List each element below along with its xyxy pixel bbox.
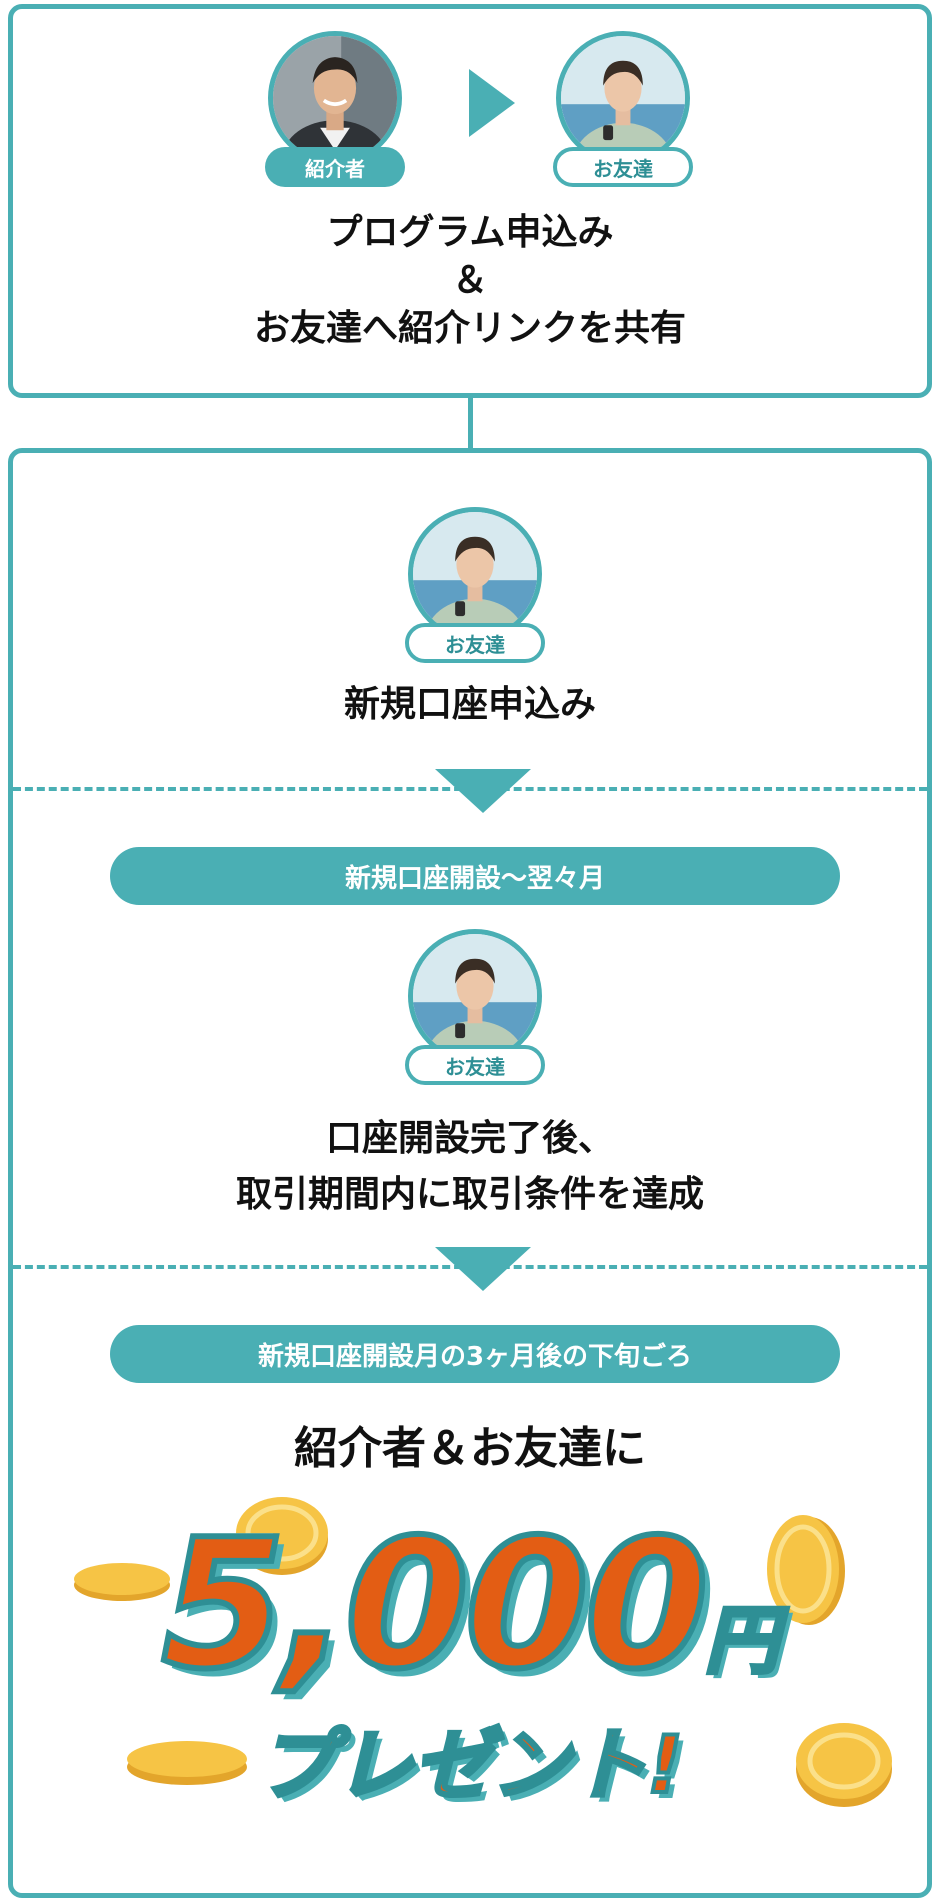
referrer-avatar-group: 紹介者 (265, 31, 405, 191)
friend-avatar (408, 929, 542, 1063)
coin-icon (236, 1497, 328, 1575)
step3-line1: 口座開設完了後、 (325, 1118, 614, 1159)
present-text: プレゼント! (13, 1711, 927, 1821)
reward-amount-number: 5,000 (158, 1501, 711, 1708)
down-arrow-icon (435, 769, 531, 813)
coin-icon (767, 1515, 845, 1625)
down-arrow-icon (435, 1247, 531, 1291)
referral-step-box: 紹介者 お友達 プログラム申込み ＆ お友達へ紹介リンクを共有 (8, 4, 932, 398)
coin-icon (796, 1723, 892, 1807)
step3-line2: 取引期間内に取引条件を達成 (235, 1174, 704, 1215)
friend-avatar (556, 31, 690, 165)
coin-icon (127, 1741, 247, 1785)
step2-heading: 新規口座申込み (343, 684, 596, 725)
reward-flow-box: お友達 新規口座申込み 新規口座開設〜翌々月 お友達 口座開設完了後、 取引期間… (8, 448, 932, 1898)
friend-avatar-group-2: お友達 (405, 507, 545, 667)
reward-amount-unit: 円 (703, 1596, 781, 1686)
step3-heading: 口座開設完了後、 取引期間内に取引条件を達成 (13, 1111, 927, 1223)
period-pill-1: 新規口座開設〜翌々月 (110, 847, 840, 905)
friend-avatar-group: お友達 (553, 31, 693, 191)
step1-line1: プログラム申込み (326, 212, 614, 253)
friend-tag: お友達 (553, 147, 693, 187)
play-arrow-icon (469, 69, 515, 137)
coin-icon (74, 1563, 170, 1601)
period-pill-2: 新規口座開設月の3ヶ月後の下旬ごろ (110, 1325, 840, 1383)
reward-amount: 5,000円 (13, 1502, 927, 1708)
friend-tag: お友達 (405, 623, 545, 663)
friend-avatar (408, 507, 542, 641)
present-label: プレゼント! (255, 1719, 685, 1813)
step1-heading: プログラム申込み ＆ お友達へ紹介リンクを共有 (13, 209, 927, 353)
referrer-tag: 紹介者 (265, 147, 405, 187)
step1-line3: お友達へ紹介リンクを共有 (253, 308, 686, 349)
step-connector (468, 398, 473, 448)
friend-tag: お友達 (405, 1045, 545, 1085)
recipients-heading: 紹介者＆お友達に (294, 1423, 646, 1474)
step1-line2: ＆ (451, 260, 488, 301)
friend-avatar-group-3: お友達 (405, 929, 545, 1089)
referrer-avatar (268, 31, 402, 165)
